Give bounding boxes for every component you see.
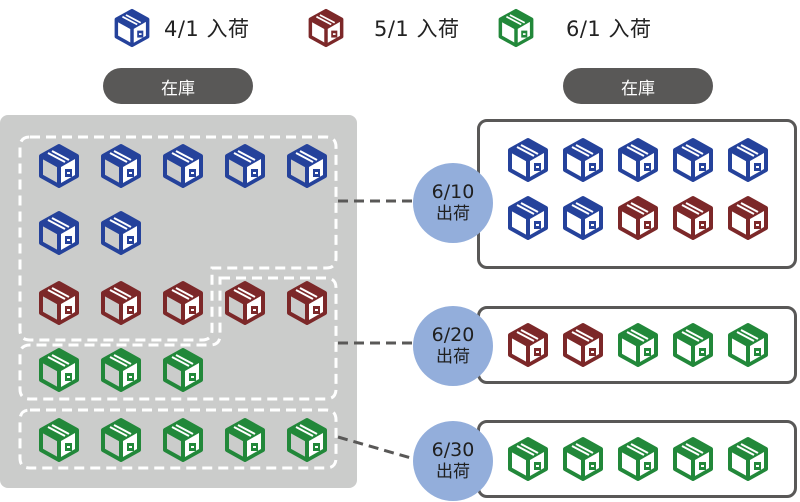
cardboard-box-icon bbox=[101, 211, 141, 255]
cardboard-box-icon bbox=[618, 323, 658, 367]
cardboard-box-icon bbox=[163, 281, 203, 325]
cardboard-box-icon bbox=[508, 138, 548, 182]
cardboard-box-icon bbox=[618, 196, 658, 240]
cardboard-box-icon bbox=[39, 348, 79, 392]
shipment-date: 6/20 bbox=[431, 324, 475, 346]
cardboard-box-icon bbox=[673, 138, 713, 182]
cardboard-box-icon bbox=[101, 418, 141, 462]
cardboard-box-icon bbox=[101, 348, 141, 392]
group-outline-jun10 bbox=[18, 135, 338, 342]
cardboard-box-icon bbox=[673, 437, 713, 481]
cardboard-box-icon bbox=[163, 348, 203, 392]
legend-label: 4/1 入荷 bbox=[164, 17, 250, 41]
cardboard-box-icon bbox=[39, 211, 79, 255]
legend-label: 6/1 入荷 bbox=[566, 17, 652, 41]
group-outline-jun30 bbox=[18, 408, 338, 470]
shipment-box-jun20 bbox=[477, 306, 797, 384]
cardboard-box-icon bbox=[287, 281, 327, 325]
cardboard-box-icon bbox=[728, 437, 768, 481]
cardboard-box-icon bbox=[39, 281, 79, 325]
shipment-badge-jun30: 6/30 出荷 bbox=[413, 421, 493, 501]
cardboard-box-icon bbox=[163, 418, 203, 462]
legend-item-apr1: 4/1 入荷 bbox=[112, 8, 249, 48]
cardboard-box-icon bbox=[225, 418, 265, 462]
shipment-label: 出荷 bbox=[436, 204, 470, 224]
shipment-badge-jun20: 6/20 出荷 bbox=[413, 306, 493, 386]
legend-label: 5/1 入荷 bbox=[374, 17, 460, 41]
cardboard-box-icon bbox=[101, 144, 141, 188]
cardboard-box-icon bbox=[563, 437, 603, 481]
cardboard-box-icon bbox=[563, 323, 603, 367]
stock-label-right: 在庫 bbox=[563, 68, 713, 104]
cardboard-box-icon bbox=[618, 138, 658, 182]
shipment-box-jun30 bbox=[477, 420, 797, 498]
shipment-label: 出荷 bbox=[436, 347, 470, 367]
legend-item-may1: 5/1 入荷 bbox=[306, 8, 459, 48]
cardboard-box-icon bbox=[163, 144, 203, 188]
cardboard-box-icon bbox=[728, 138, 768, 182]
cardboard-box-icon bbox=[508, 437, 548, 481]
shipment-date: 6/30 bbox=[431, 439, 475, 461]
cardboard-box-icon bbox=[225, 281, 265, 325]
stock-panel bbox=[0, 115, 357, 488]
shipment-badge-jun10: 6/10 出荷 bbox=[413, 163, 493, 243]
cardboard-box-icon bbox=[673, 196, 713, 240]
cardboard-box-icon bbox=[498, 8, 534, 48]
cardboard-box-icon bbox=[563, 138, 603, 182]
cardboard-box-icon bbox=[618, 437, 658, 481]
cardboard-box-icon bbox=[39, 418, 79, 462]
cardboard-box-icon bbox=[287, 418, 327, 462]
cardboard-box-icon bbox=[728, 196, 768, 240]
group-outlines bbox=[18, 135, 338, 470]
shipment-box-jun10 bbox=[477, 119, 797, 269]
cardboard-box-icon bbox=[508, 323, 548, 367]
cardboard-box-icon bbox=[563, 196, 603, 240]
cardboard-box-icon bbox=[673, 323, 713, 367]
shipment-label: 出荷 bbox=[436, 462, 470, 482]
group-outline-jun20 bbox=[18, 276, 338, 401]
cardboard-box-icon bbox=[508, 196, 548, 240]
cardboard-box-icon bbox=[39, 144, 79, 188]
legend-item-jun1: 6/1 入荷 bbox=[496, 8, 651, 48]
cardboard-box-icon bbox=[114, 8, 150, 48]
cardboard-box-icon bbox=[101, 281, 141, 325]
cardboard-box-icon bbox=[225, 144, 265, 188]
cardboard-box-icon bbox=[308, 8, 344, 48]
shipment-date: 6/10 bbox=[431, 181, 475, 203]
legend: 4/1 入荷 5/1 入荷 6/1 入荷 bbox=[0, 8, 800, 48]
cardboard-box-icon bbox=[287, 144, 327, 188]
cardboard-box-icon bbox=[728, 323, 768, 367]
stock-label-left: 在庫 bbox=[103, 68, 253, 104]
